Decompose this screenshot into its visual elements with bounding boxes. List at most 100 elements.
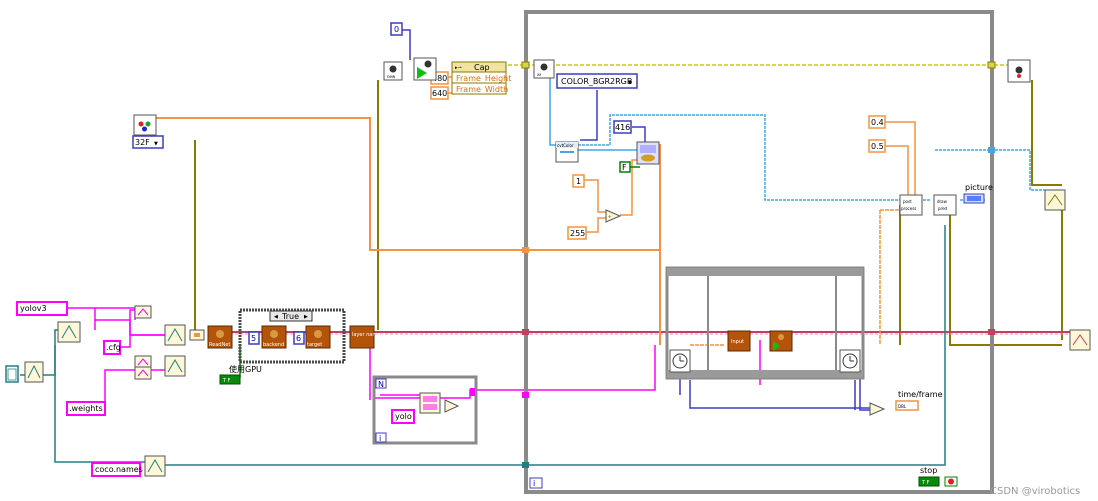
const-one[interactable]: 1 [572, 174, 585, 188]
svg-text:DBL: DBL [898, 404, 907, 409]
cap-property-node[interactable]: ▸⊸ Cap Frame_Height Frame_Width [451, 61, 511, 95]
const-weights[interactable]: .weights [66, 401, 106, 416]
svg-text:yolo: yolo [395, 412, 412, 421]
subtract-node[interactable] [869, 402, 886, 416]
const-f[interactable]: F [619, 161, 631, 173]
use-gpu-label: 使用GPU [229, 364, 262, 374]
svg-text:Frame_Width: Frame_Width [456, 85, 508, 94]
svg-text:i: i [379, 434, 381, 443]
orange-wire-conf [885, 121, 916, 198]
videocapture-read-vi[interactable]: ∂∂ [533, 59, 555, 79]
const-zero[interactable]: 0 [390, 22, 403, 36]
orange-wire-1 [584, 179, 606, 213]
videocapture-open-vi[interactable] [413, 57, 437, 81]
svg-text:pred: pred [938, 206, 948, 211]
color-mode-dropdown[interactable]: COLOR_BGR2RGB ▼ [556, 73, 638, 89]
loop-tunnels [521, 61, 996, 468]
case-structure [238, 308, 346, 364]
build-path-node-1[interactable] [24, 361, 44, 383]
layer-names-vi[interactable]: layer names [349, 325, 383, 349]
path-node-coco[interactable] [144, 455, 166, 477]
svg-text:416: 416 [615, 123, 630, 132]
blue-wire-color [580, 90, 598, 141]
flat-sequence [665, 266, 865, 380]
for-loop-index: i [375, 432, 387, 443]
draw-pred-vi[interactable]: draw pred [933, 194, 957, 216]
input-vi[interactable]: Input [727, 330, 751, 352]
svg-text:0.5: 0.5 [871, 142, 884, 151]
time-frame-indicator: DBL [895, 400, 919, 411]
svg-text:i: i [533, 479, 535, 488]
path-node-cfg[interactable] [164, 324, 186, 346]
build-path-node-2[interactable] [57, 321, 81, 343]
close-ref-vi-1[interactable] [1044, 189, 1066, 211]
svg-text:0.4: 0.4 [871, 118, 884, 127]
videocapture-release-vi[interactable] [1007, 59, 1031, 83]
cvtcolor-vi[interactable]: cvtColor [555, 141, 579, 163]
const-640[interactable]: 640 [430, 86, 449, 100]
concat-node-3[interactable] [134, 366, 152, 380]
const-cfg[interactable]: .cfg [103, 340, 121, 355]
to-string-node[interactable] [189, 329, 205, 341]
svg-text:T F: T F [222, 378, 231, 384]
for-loop [372, 375, 478, 445]
target-vi[interactable]: target [305, 325, 331, 349]
backend-vi[interactable]: backend [261, 325, 287, 349]
image-wire-top [578, 114, 930, 201]
svg-text:target: target [307, 342, 322, 348]
tick-count-1[interactable] [669, 349, 691, 373]
const-nms-05[interactable]: 0.5 [868, 139, 886, 153]
dtype-icon[interactable] [133, 114, 157, 136]
match-pattern-node[interactable] [444, 399, 460, 413]
svg-text:.cfg: .cfg [106, 343, 121, 352]
for-loop-count: N [375, 378, 387, 389]
file-path-const[interactable] [5, 365, 19, 383]
string-compare-node[interactable] [419, 392, 441, 414]
const-yolo[interactable]: yolo [391, 409, 415, 424]
divide-node[interactable]: ÷ [605, 209, 622, 223]
wires [20, 29, 1070, 466]
post-process-vi[interactable]: post process [899, 194, 923, 216]
const-6[interactable]: 6 [293, 331, 305, 345]
blob-from-image-vi[interactable] [636, 141, 660, 165]
orange-wire-nms [885, 145, 909, 198]
const-conf-04[interactable]: 0.4 [868, 115, 886, 129]
svg-text:Frame_Height: Frame_Height [456, 74, 511, 83]
readnet-vi[interactable]: ReadNet [207, 325, 233, 349]
svg-text:▼: ▼ [628, 80, 632, 86]
videocapture-new-vi[interactable]: new [383, 61, 403, 81]
orange-wire-dtype [155, 117, 590, 251]
watermark: CSDN @virobotics [990, 486, 1080, 497]
stop-button-terminal[interactable]: T F [918, 476, 940, 487]
path-node-weights[interactable] [164, 355, 186, 377]
stop-icon[interactable] [944, 476, 958, 487]
const-255[interactable]: 255 [567, 226, 587, 240]
cap-wire-right [1031, 80, 1062, 186]
time-frame-label: time/frame [898, 390, 943, 399]
orange-wire-255 [586, 217, 606, 233]
svg-text:backend: backend [263, 342, 284, 348]
svg-text:÷: ÷ [608, 214, 611, 219]
svg-text:COLOR_BGR2RGB: COLOR_BGR2RGB [561, 77, 632, 86]
const-416[interactable]: 416 [613, 120, 632, 134]
case-selector[interactable]: ◀ True ▶ [269, 310, 313, 322]
tick-count-2[interactable] [839, 349, 861, 373]
blue-wire-416 [632, 126, 646, 145]
svg-text:new: new [387, 74, 396, 79]
svg-text:◀: ◀ [274, 314, 278, 320]
const-coco-names[interactable]: coco.names [91, 462, 143, 477]
const-5[interactable]: 5 [248, 331, 260, 345]
coco-wire [54, 225, 946, 466]
svg-text:▶: ▶ [304, 314, 308, 320]
close-ref-vi-2[interactable] [1069, 329, 1091, 351]
dtype-dropdown[interactable]: 32F ▼ [132, 135, 164, 149]
svg-text:N: N [378, 380, 384, 389]
gpu-toggle[interactable]: T F [219, 374, 241, 385]
const-yolov3[interactable]: yolov3 [16, 301, 68, 316]
svg-text:T F: T F [921, 480, 930, 486]
concat-node-1[interactable] [134, 305, 152, 319]
orange-wire-div [620, 159, 640, 216]
forward-vi[interactable] [769, 330, 793, 352]
concat-node-2[interactable] [134, 355, 152, 369]
svg-text:480: 480 [432, 74, 447, 83]
